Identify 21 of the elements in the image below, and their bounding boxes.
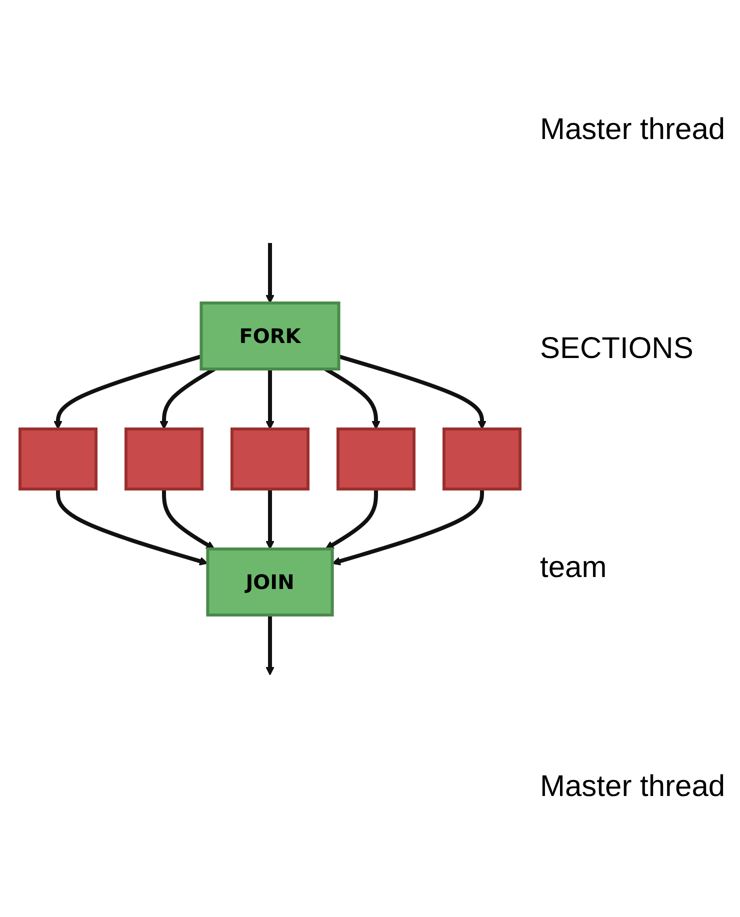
node-box (442, 427, 522, 490)
arrow (54, 354, 202, 429)
note-label: SECTIONS (540, 332, 694, 366)
arrow (325, 488, 378, 549)
note-label: Master thread (540, 770, 726, 804)
node-box: JOIN (206, 547, 334, 616)
node-box: FORK (200, 301, 340, 370)
arrow (162, 488, 215, 549)
node-box (18, 427, 98, 490)
arrow (338, 354, 486, 429)
note-label: Master thread (540, 112, 726, 147)
arrow (56, 488, 208, 565)
node-box (124, 427, 204, 490)
arrow (266, 488, 274, 549)
arrow (266, 368, 274, 429)
note-label: team (540, 551, 608, 586)
arrow (332, 488, 484, 565)
arrow (266, 242, 274, 303)
arrow (266, 614, 274, 675)
node-box (336, 427, 416, 490)
node-box (230, 427, 310, 490)
